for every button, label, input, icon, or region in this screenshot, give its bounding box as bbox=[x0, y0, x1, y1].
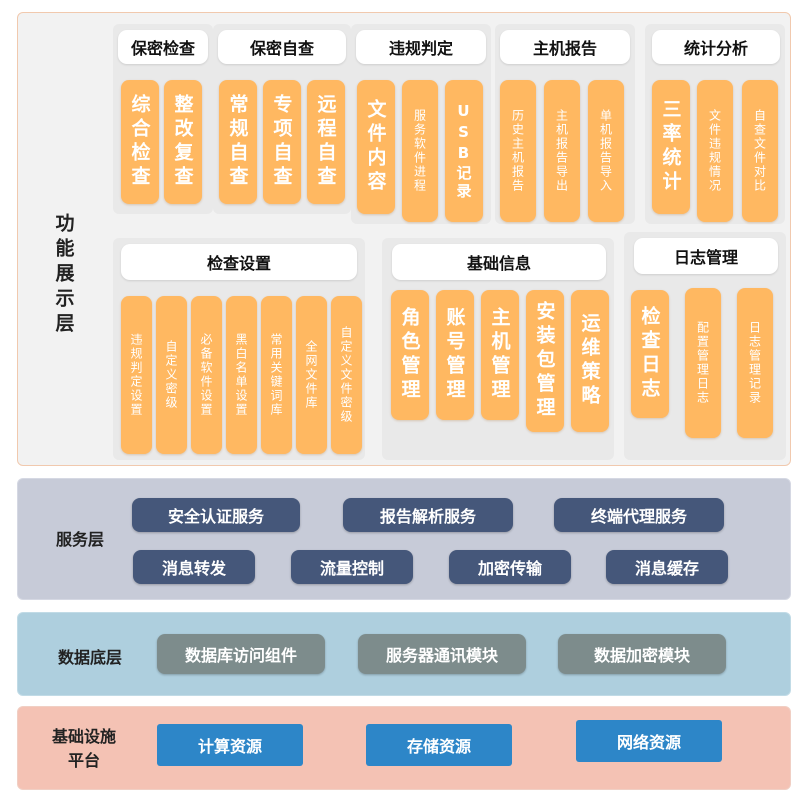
item-label: 安装包管理 bbox=[533, 301, 556, 421]
service-layer-label: 服务层 bbox=[55, 530, 104, 549]
group-title-violation: 违规判定 bbox=[356, 30, 486, 64]
infra-label-line2: 平台 bbox=[67, 751, 100, 770]
item-label: 检查日志 bbox=[638, 306, 661, 402]
group-title-check-settings: 检查设置 bbox=[121, 244, 357, 280]
function-layer-label: 功能展示层 bbox=[52, 212, 75, 338]
item-label: 综合检查 bbox=[128, 94, 151, 190]
item-host-report-export[interactable]: 主机报告导出 bbox=[544, 80, 580, 222]
item-special-self-check[interactable]: 专项自查 bbox=[263, 80, 301, 204]
infra-storage-resource[interactable]: 存储资源 bbox=[366, 724, 512, 766]
item-log-management-record[interactable]: 日志管理记录 bbox=[737, 288, 773, 438]
item-label: 自定义密级 bbox=[164, 340, 178, 410]
item-label: 整改复查 bbox=[171, 94, 194, 190]
item-label: 自定义文件密级 bbox=[339, 326, 353, 424]
item-violation-rule-settings[interactable]: 违规判定设置 bbox=[121, 296, 152, 454]
item-label: 主机报告导出 bbox=[554, 109, 569, 193]
item-host-management[interactable]: 主机管理 bbox=[481, 290, 519, 420]
service-encrypted-transfer[interactable]: 加密传输 bbox=[449, 550, 571, 584]
item-rectification-recheck[interactable]: 整改复查 bbox=[164, 80, 202, 204]
item-label: 配置管理日志 bbox=[695, 321, 710, 405]
item-label: 常规自查 bbox=[226, 94, 249, 190]
item-label: 远程自查 bbox=[314, 94, 337, 190]
item-file-content[interactable]: 文件内容 bbox=[357, 80, 395, 214]
item-label: 违规判定设置 bbox=[129, 333, 143, 417]
item-label: 账号管理 bbox=[443, 307, 466, 403]
item-single-report-import[interactable]: 单机报告导入 bbox=[588, 80, 624, 222]
item-three-rate-stats[interactable]: 三率统计 bbox=[652, 80, 690, 214]
infra-network-resource[interactable]: 网络资源 bbox=[576, 720, 722, 762]
item-routine-self-check[interactable]: 常规自查 bbox=[219, 80, 257, 204]
data-server-comm-module[interactable]: 服务器通讯模块 bbox=[358, 634, 526, 674]
service-traffic-control[interactable]: 流量控制 bbox=[291, 550, 413, 584]
item-label: 服务软件进程 bbox=[412, 109, 427, 193]
item-custom-file-security-level[interactable]: 自定义文件密级 bbox=[331, 296, 362, 454]
item-self-check-file-compare[interactable]: 自查文件对比 bbox=[742, 80, 778, 222]
data-layer-label: 数据底层 bbox=[57, 648, 122, 667]
infra-compute-resource[interactable]: 计算资源 bbox=[157, 724, 303, 766]
group-title-host-report: 主机报告 bbox=[500, 30, 630, 64]
item-ops-strategy[interactable]: 运维策略 bbox=[571, 290, 609, 432]
service-message-cache[interactable]: 消息缓存 bbox=[606, 550, 728, 584]
item-label: 运维策略 bbox=[578, 313, 601, 409]
group-title-self-check: 保密自查 bbox=[218, 30, 346, 64]
service-terminal-agent[interactable]: 终端代理服务 bbox=[554, 498, 724, 532]
group-title-security-check: 保密检查 bbox=[118, 30, 208, 64]
item-installer-management[interactable]: 安装包管理 bbox=[526, 290, 564, 432]
group-title-statistics: 统计分析 bbox=[652, 30, 780, 64]
item-remote-self-check[interactable]: 远程自查 bbox=[307, 80, 345, 204]
item-history-host-report[interactable]: 历史主机报告 bbox=[500, 80, 536, 222]
infra-label-line1: 基础设施 bbox=[51, 727, 116, 746]
item-label: 主机管理 bbox=[488, 307, 511, 403]
service-message-forwarding[interactable]: 消息转发 bbox=[133, 550, 255, 584]
item-service-software-process[interactable]: 服务软件进程 bbox=[402, 80, 438, 222]
item-label: 三率统计 bbox=[659, 99, 682, 195]
item-black-white-list-settings[interactable]: 黑白名单设置 bbox=[226, 296, 257, 454]
data-db-access-component[interactable]: 数据库访问组件 bbox=[157, 634, 325, 674]
item-label: 文件违规情况 bbox=[707, 109, 722, 193]
item-role-management[interactable]: 角色管理 bbox=[391, 290, 429, 420]
item-custom-security-level[interactable]: 自定义密级 bbox=[156, 296, 187, 454]
item-file-violation-status[interactable]: 文件违规情况 bbox=[697, 80, 733, 222]
item-account-management[interactable]: 账号管理 bbox=[436, 290, 474, 420]
item-comprehensive-check[interactable]: 综合检查 bbox=[121, 80, 159, 204]
infra-layer-label: 基础设施 平台 bbox=[36, 720, 132, 778]
item-label: 日志管理记录 bbox=[747, 321, 762, 405]
item-label: 文件内容 bbox=[364, 99, 387, 195]
item-label: 角色管理 bbox=[398, 307, 421, 403]
item-check-log[interactable]: 检查日志 bbox=[631, 290, 669, 418]
group-title-basic-info: 基础信息 bbox=[392, 244, 606, 280]
item-label: 单机报告导入 bbox=[598, 109, 613, 193]
item-label: 专项自查 bbox=[270, 94, 293, 190]
item-config-management-log[interactable]: 配置管理日志 bbox=[685, 288, 721, 438]
service-security-auth[interactable]: 安全认证服务 bbox=[132, 498, 300, 532]
item-label: 历史主机报告 bbox=[510, 109, 525, 193]
service-report-parsing[interactable]: 报告解析服务 bbox=[343, 498, 513, 532]
item-label: 全网文件库 bbox=[304, 340, 318, 410]
item-usb-record[interactable]: USB记录 bbox=[445, 80, 483, 222]
item-common-keyword-library[interactable]: 常用关键词库 bbox=[261, 296, 292, 454]
item-label: USB记录 bbox=[454, 101, 473, 201]
item-label: 自查文件对比 bbox=[752, 109, 767, 193]
item-label: 黑白名单设置 bbox=[234, 333, 248, 417]
item-label: 必备软件设置 bbox=[199, 333, 213, 417]
item-label: 常用关键词库 bbox=[269, 333, 283, 417]
item-required-software-settings[interactable]: 必备软件设置 bbox=[191, 296, 222, 454]
group-title-log-management: 日志管理 bbox=[634, 238, 778, 274]
item-network-file-library[interactable]: 全网文件库 bbox=[296, 296, 327, 454]
data-encryption-module[interactable]: 数据加密模块 bbox=[558, 634, 726, 674]
